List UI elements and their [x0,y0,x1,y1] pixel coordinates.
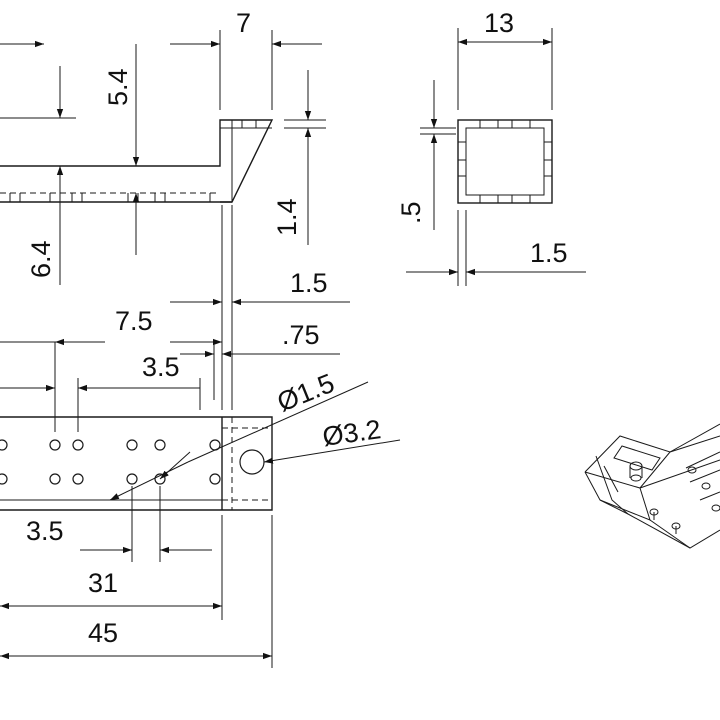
front-view: 7 5.4 6.4 1.4 [0,8,326,285]
dim-13-label: 13 [484,8,514,38]
side-view: 13 .5 1.5 [396,8,586,286]
dim-5-4-label: 5.4 [103,68,133,106]
dim-3-5-bottom-label: 3.5 [26,516,64,546]
dim-0-75-label: .75 [282,320,320,350]
dim-1-5-side-label: 1.5 [530,238,568,268]
dim-45-label: 45 [88,618,118,648]
dim-0-5-label: .5 [396,201,426,224]
isometric-view [584,423,720,549]
dim-3-5-top-label: 3.5 [142,352,180,382]
hole-row-bottom [0,473,221,485]
dim-dia-3-2-label: Ø3.2 [321,414,383,452]
hole-row-top [0,439,221,451]
dim-31-label: 31 [88,568,118,598]
dim-7-label: 7 [236,8,251,38]
dim-1-5-mid-label: 1.5 [290,268,328,298]
dim-7-5-label: 7.5 [115,306,153,336]
dim-1-4-label: 1.4 [272,198,302,236]
dim-6-4-label: 6.4 [26,240,56,278]
large-hole [239,449,265,475]
